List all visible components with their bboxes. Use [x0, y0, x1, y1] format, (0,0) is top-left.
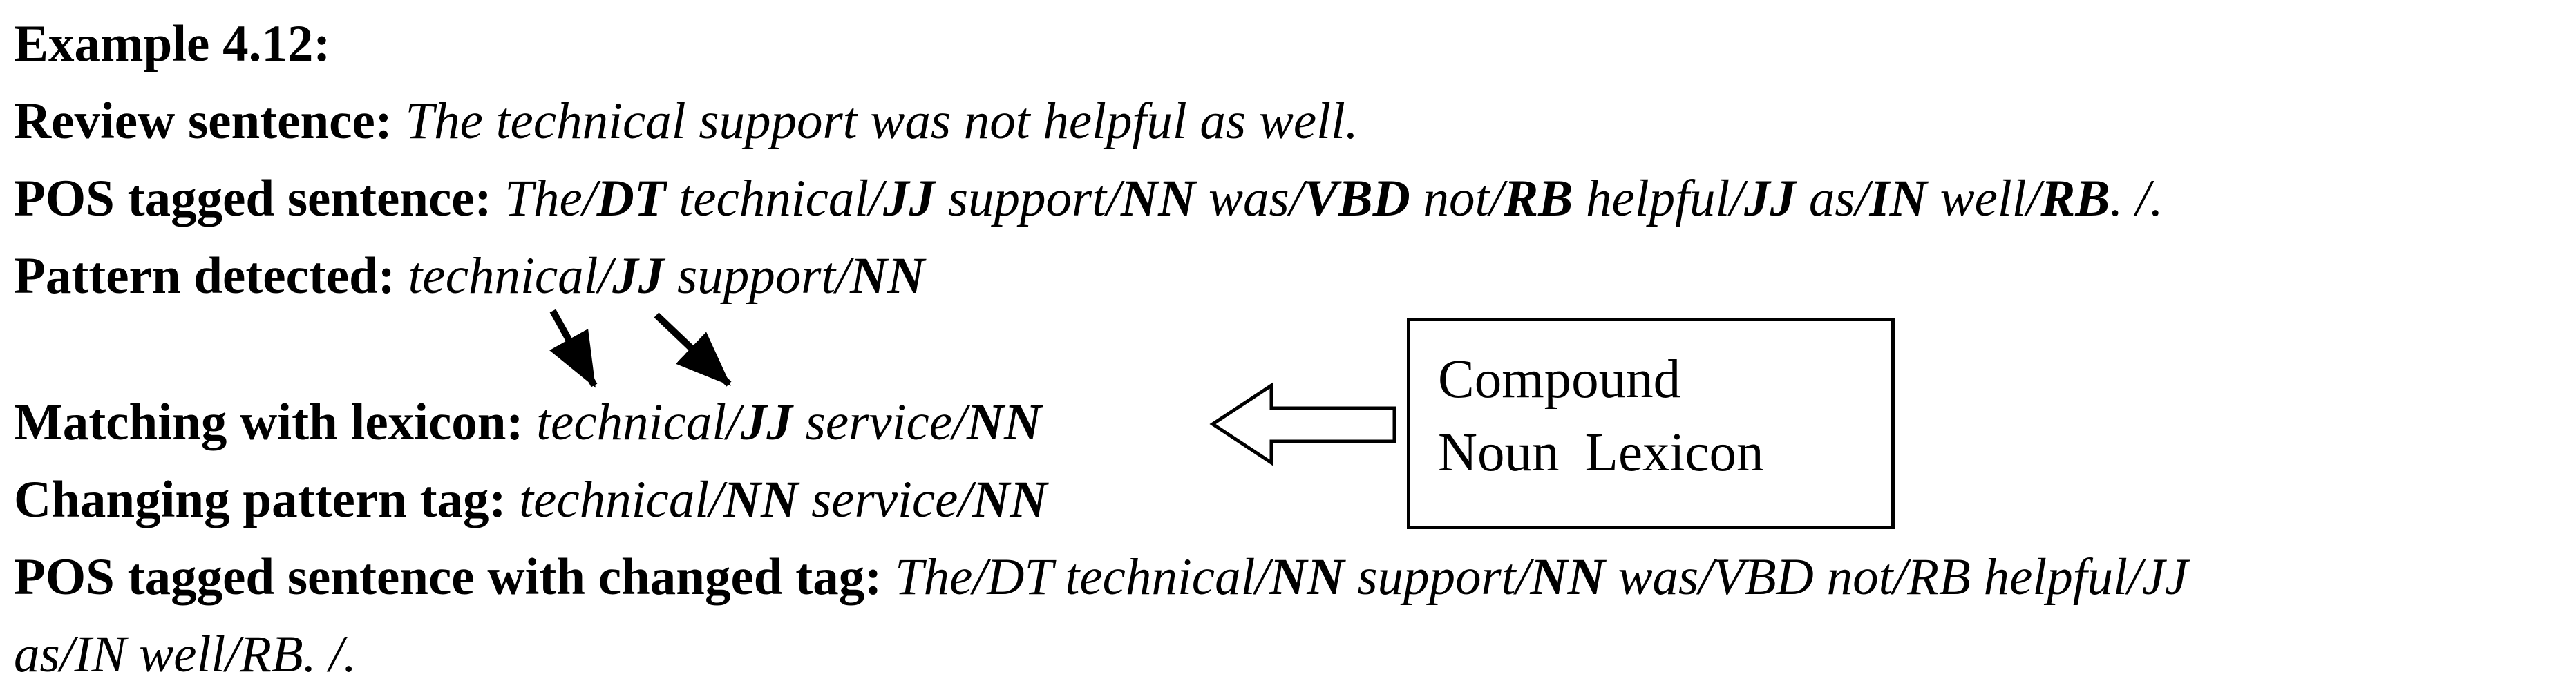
example-block: Example 4.12: Review sentence: The techni… [14, 6, 2576, 693]
field-label: POS tagged sentence with changed tag: [14, 548, 895, 606]
tagged-text: NN [972, 471, 1048, 528]
tagged-text: NN [1269, 548, 1345, 606]
compound-noun-lexicon-box: Compound Noun Lexicon [1407, 318, 1895, 529]
field-label: Changing pattern tag: [14, 471, 520, 528]
tagged-text: technical/ [536, 394, 741, 451]
pos-tagged-changed-line-2: as/IN well/RB. /. [14, 616, 2576, 693]
tagged-text: The/ [504, 170, 597, 227]
tagged-text: . /. [2110, 170, 2163, 227]
tagged-text: NN [850, 247, 925, 305]
tagged-text: support/ [1344, 548, 1531, 606]
tagged-text: JJ [612, 247, 665, 305]
tagged-text: support/ [935, 170, 1121, 227]
tagged-text: well/ [1926, 170, 2041, 227]
pos-tagged-changed-line-1: POS tagged sentence with changed tag: Th… [14, 539, 2576, 616]
field-label: POS tagged sentence: [14, 170, 505, 227]
tagged-text: service/ [798, 471, 973, 528]
tagged-text: technical/ [519, 471, 724, 528]
tagged-text: not/ [1410, 170, 1504, 227]
tagged-text: JJ [1744, 170, 1797, 227]
tagged-text: NN [1530, 548, 1605, 606]
tagged-text: RB [2040, 170, 2110, 227]
pattern-detected-line: Pattern detected: technical/JJ support/N… [14, 238, 2576, 315]
field-label: Pattern detected: [14, 247, 408, 305]
tagged-text: NN [723, 471, 799, 528]
changing-pattern-tag-line: Changing pattern tag: technical/NN servi… [14, 461, 2576, 539]
tagged-text: The technical support was not helpful as… [405, 93, 1358, 150]
lexicon-box-line2: Noun Lexicon [1438, 423, 1764, 483]
field-label: Review sentence: [14, 93, 406, 150]
tagged-text: IN [1869, 170, 1927, 227]
lexicon-box-line1: Compound [1438, 350, 1681, 410]
matching-with-lexicon-line: Matching with lexicon: technical/JJ serv… [14, 384, 2576, 461]
tagged-text: was/ [1195, 170, 1304, 227]
tagged-text: NN [966, 394, 1042, 451]
pos-tagged-sentence-line: POS tagged sentence: The/DT technical/JJ… [14, 160, 2576, 238]
tagged-text: as/IN well/RB. /. [14, 626, 357, 683]
example-heading: Example 4.12: [14, 6, 2576, 83]
tagged-text: The/DT technical/ [894, 548, 1270, 606]
tagged-text: helpful/ [1573, 170, 1745, 227]
tagged-text: DT [596, 170, 666, 227]
tagged-text: RB [1504, 170, 1573, 227]
tagged-text: JJ [883, 170, 936, 227]
review-sentence-line: Review sentence: The technical support w… [14, 83, 2576, 160]
tagged-text: NN [1120, 170, 1196, 227]
tagged-text: technical/ [408, 247, 613, 305]
field-label: Matching with lexicon: [14, 394, 537, 451]
tagged-text: as/ [1796, 170, 1870, 227]
tagged-text: support/ [664, 247, 851, 305]
tagged-text: JJ [740, 394, 793, 451]
tagged-text: VBD [1303, 170, 1410, 227]
tagged-text: technical/ [665, 170, 884, 227]
tagged-text: was/VBD not/RB helpful/JJ [1604, 548, 2188, 606]
tagged-text: service/ [792, 394, 967, 451]
field-label: Example 4.12: [14, 15, 331, 73]
